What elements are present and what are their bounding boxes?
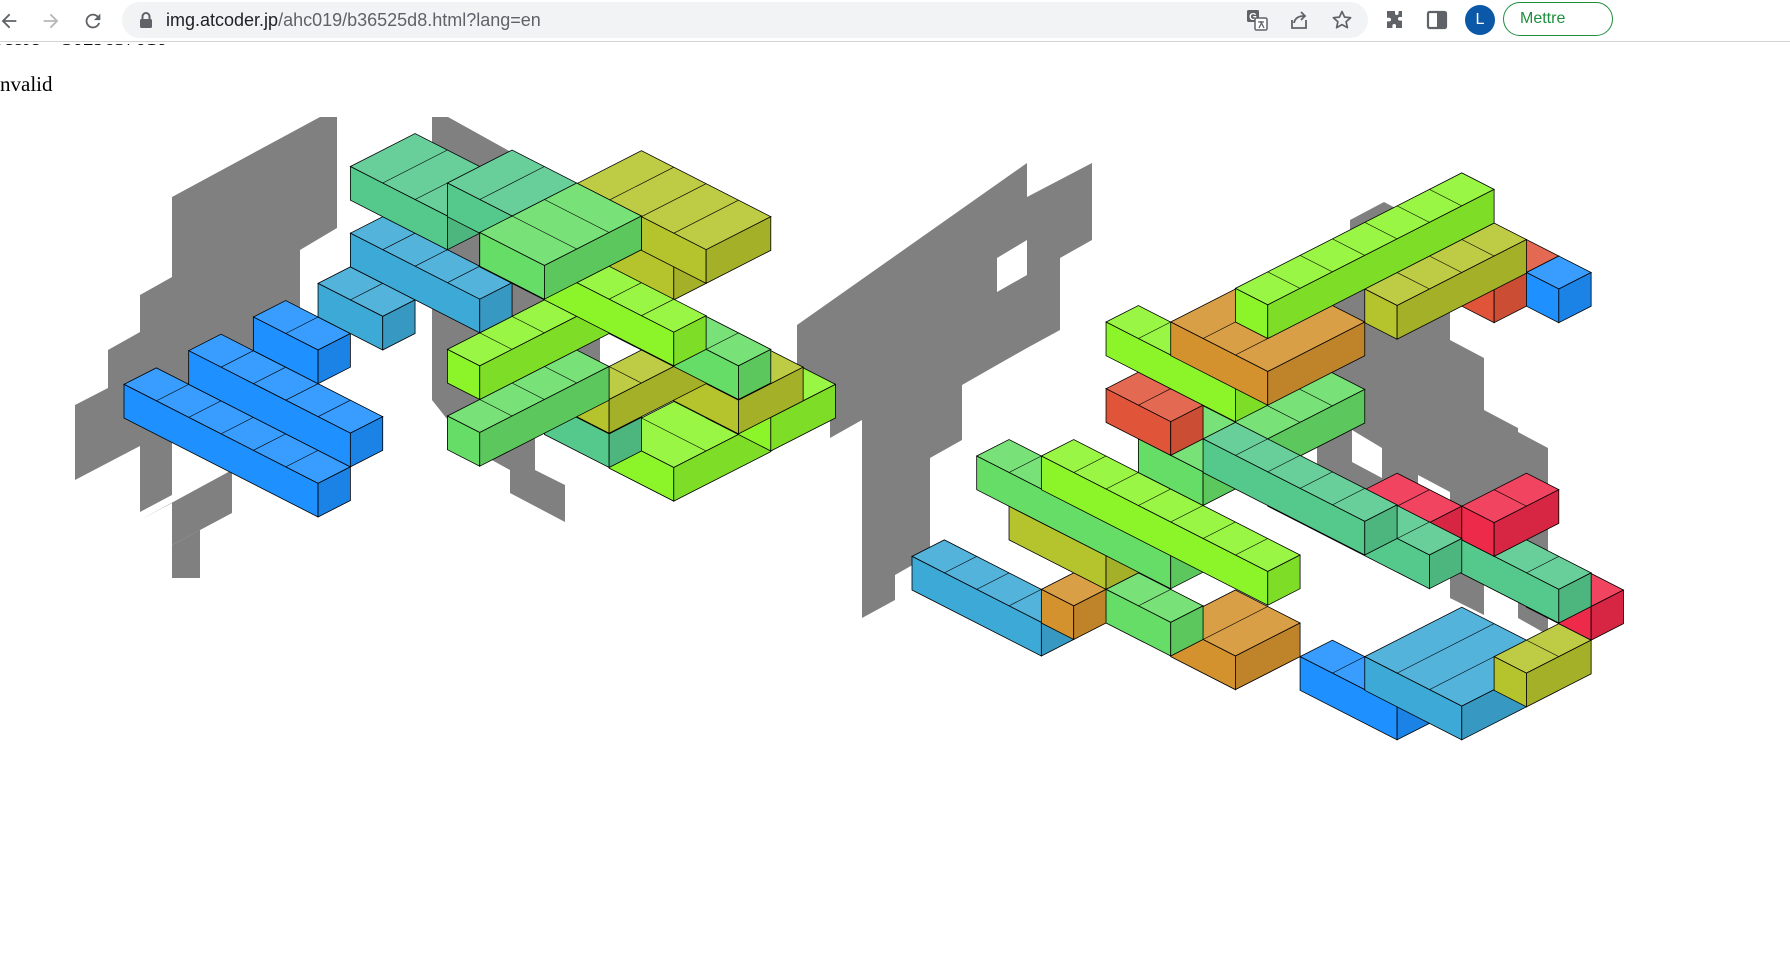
side-panel-icon[interactable] <box>1425 8 1449 32</box>
block <box>1105 572 1204 657</box>
block <box>349 216 513 334</box>
bookmark-star-icon[interactable] <box>1331 9 1353 31</box>
block <box>1202 421 1398 556</box>
silhouette-2-blocks <box>911 172 1625 741</box>
score-text: Score = 3029637010 <box>0 44 167 51</box>
update-chrome-button[interactable]: Mettre <box>1503 2 1613 36</box>
block <box>1040 439 1301 606</box>
forward-icon[interactable] <box>38 8 64 34</box>
url-text[interactable]: img.atcoder.jp/ahc019/b36525d8.html?lang… <box>166 2 541 38</box>
profile-avatar[interactable]: L <box>1465 5 1495 35</box>
block <box>1525 255 1593 324</box>
browser-toolbar: img.atcoder.jp/ahc019/b36525d8.html?lang… <box>0 0 1790 42</box>
block <box>187 333 384 468</box>
back-icon[interactable] <box>0 8 22 34</box>
extensions-icon[interactable] <box>1383 8 1407 32</box>
block <box>317 266 416 351</box>
block <box>1105 371 1204 457</box>
share-icon[interactable] <box>1288 9 1310 31</box>
block <box>1460 472 1560 557</box>
status-text: Invalid <box>0 72 53 96</box>
lock-icon[interactable] <box>138 11 154 29</box>
url-host: img.atcoder.jp <box>166 10 279 30</box>
url-path: /ahc019/b36525d8.html?lang=en <box>278 10 541 30</box>
block <box>446 349 610 467</box>
svg-text:G: G <box>1249 12 1257 23</box>
reload-icon[interactable] <box>80 8 106 34</box>
silhouette-1-blocks <box>123 133 837 518</box>
block <box>1493 623 1593 708</box>
block <box>478 182 643 300</box>
block <box>1234 172 1496 340</box>
translate-icon[interactable]: G <box>1246 9 1268 31</box>
block-visualization <box>75 117 1625 741</box>
address-bar[interactable]: img.atcoder.jp/ahc019/b36525d8.html?lang… <box>122 2 1368 38</box>
